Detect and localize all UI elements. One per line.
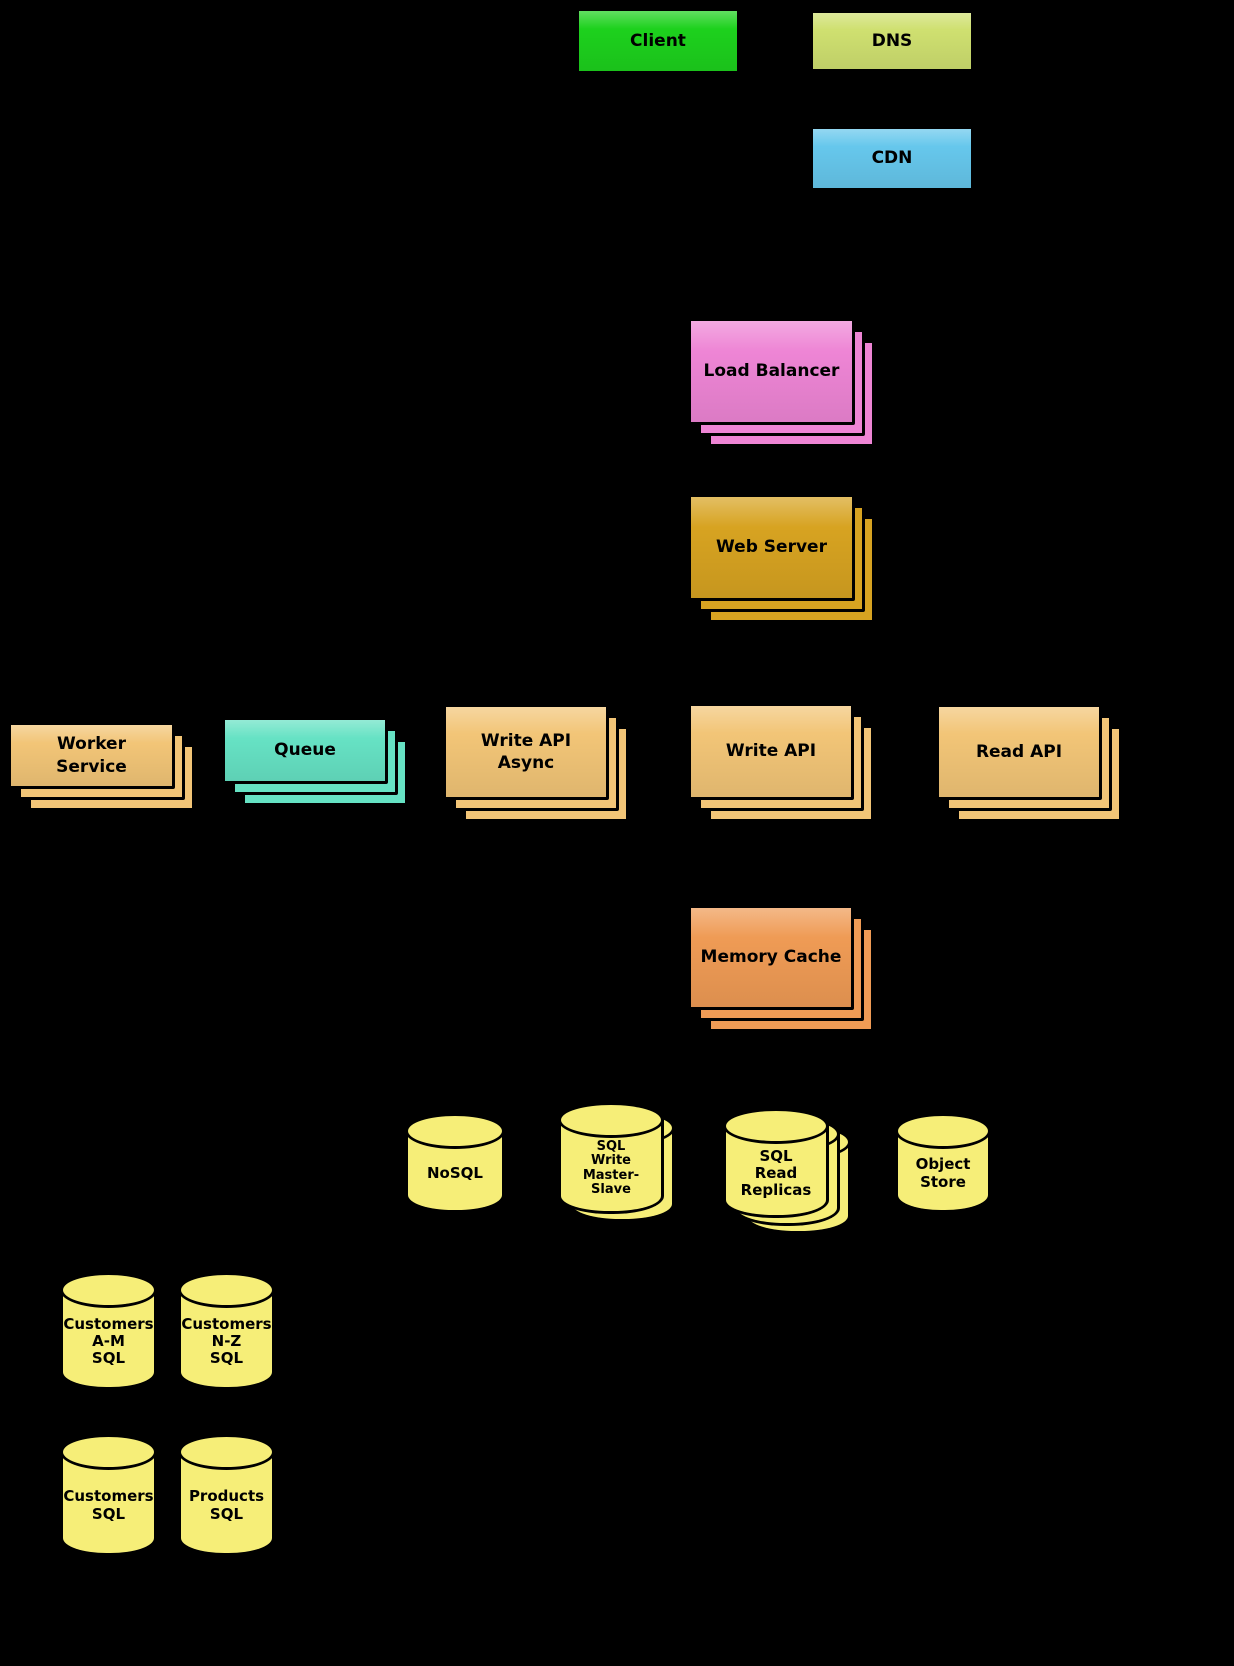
- nosql-label: NoSQL: [427, 1163, 483, 1182]
- object-store-db: Object Store: [895, 1113, 991, 1213]
- cylinder: [60, 1434, 157, 1556]
- sql-read-replicas-label: SQL Read Replicas: [740, 1146, 812, 1200]
- read-api-label: Read API: [975, 741, 1063, 762]
- write-api-label: Write API: [725, 741, 817, 762]
- load-balancer-label: Load Balancer: [703, 361, 840, 382]
- load-balancer-node: Load Balancer: [688, 318, 875, 447]
- cdn-node: CDN: [810, 126, 974, 191]
- read-api-node: Read API: [936, 704, 1122, 822]
- customers-nz-sql-db: Customers N-Z SQL: [178, 1272, 275, 1390]
- write-api-node: Write API: [688, 703, 874, 822]
- write-api-async-node: Write API Async: [443, 704, 629, 822]
- cdn-box: CDN: [810, 126, 974, 191]
- cylinder: [178, 1434, 275, 1556]
- cylinder: [405, 1113, 505, 1213]
- worker-service-node: Worker Service: [8, 722, 195, 811]
- customers-am-sql-label: Customers A-M SQL: [63, 1314, 154, 1368]
- customers-sql-label: Customers SQL: [63, 1487, 154, 1523]
- web-server-box: Web Server: [688, 494, 855, 601]
- customers-sql-db: Customers SQL: [60, 1434, 157, 1556]
- read-api-box: Read API: [936, 704, 1102, 800]
- object-store-label: Object Store: [915, 1155, 971, 1191]
- queue-label: Queue: [274, 740, 336, 761]
- cylinder: [895, 1113, 991, 1213]
- cdn-label: CDN: [871, 148, 913, 169]
- web-server-label: Web Server: [716, 537, 827, 558]
- client-label: Client: [630, 30, 686, 51]
- cylinder: [60, 1272, 157, 1390]
- dns-box: DNS: [810, 10, 974, 72]
- write-api-async-label: Write API Async: [480, 730, 572, 773]
- sql-write-master-slave-label: SQL Write Master- Slave: [582, 1138, 640, 1197]
- customers-am-sql-db: Customers A-M SQL: [60, 1272, 157, 1390]
- queue-node: Queue: [222, 717, 408, 806]
- cylinder: [178, 1272, 275, 1390]
- cylinder: [558, 1102, 664, 1214]
- write-api-box: Write API: [688, 703, 854, 800]
- client-box: Client: [576, 8, 740, 74]
- web-server-node: Web Server: [688, 494, 875, 623]
- worker-service-box: Worker Service: [8, 722, 175, 789]
- client-node: Client: [576, 8, 740, 74]
- cylinder: [723, 1108, 829, 1218]
- products-sql-db: Products SQL: [178, 1434, 275, 1556]
- dns-label: DNS: [871, 30, 913, 51]
- memory-cache-label: Memory Cache: [700, 947, 842, 968]
- write-api-async-box: Write API Async: [443, 704, 609, 800]
- worker-service-label: Worker Service: [56, 734, 127, 777]
- nosql-db: NoSQL: [405, 1113, 505, 1213]
- sql-write-master-slave-db: SQL Write Master- Slave: [558, 1102, 675, 1222]
- dns-node: DNS: [810, 10, 974, 72]
- memory-cache-box: Memory Cache: [688, 905, 854, 1010]
- customers-nz-sql-label: Customers N-Z SQL: [181, 1314, 272, 1368]
- products-sql-label: Products SQL: [188, 1487, 265, 1523]
- sql-read-replicas-db: SQL Read Replicas: [723, 1108, 851, 1234]
- memory-cache-node: Memory Cache: [688, 905, 874, 1032]
- queue-box: Queue: [222, 717, 388, 784]
- load-balancer-box: Load Balancer: [688, 318, 855, 425]
